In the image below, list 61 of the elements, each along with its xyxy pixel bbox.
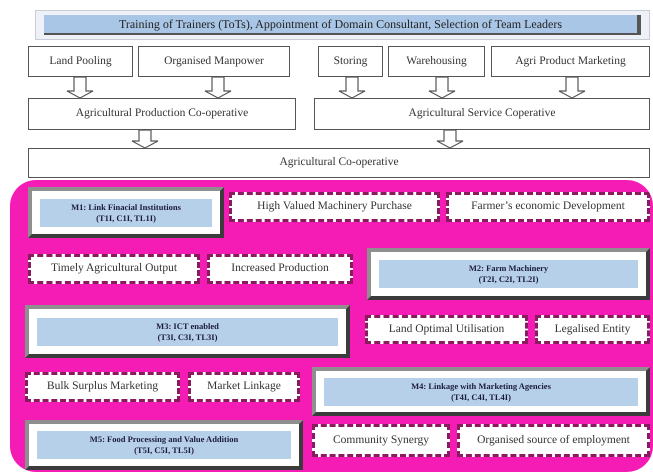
outcome-box — [457, 424, 650, 457]
process-box — [28, 148, 650, 178]
module-code: (T1I, C1I, TL1I) — [96, 212, 156, 224]
box-label: Bulk Surplus Marketing — [46, 379, 158, 394]
module-box — [25, 420, 303, 470]
box-label: Warehousing — [406, 54, 467, 69]
block-arrow — [131, 129, 159, 149]
outcome-box — [365, 315, 528, 344]
group-panel — [10, 180, 653, 472]
box-label: Increased Production — [231, 261, 329, 276]
outcome-box — [25, 372, 180, 402]
box-label: Timely Agricultural Output — [50, 261, 178, 276]
box-label: Farmer’s economic Development — [471, 199, 625, 214]
outcome-box — [229, 192, 440, 222]
module-code: (T2I, C2I, TL2I) — [478, 274, 538, 285]
box-label: Storing — [334, 54, 368, 69]
module-title: M3: ICT enabled — [156, 320, 219, 332]
module-code: (T3I, C3I, TL3I) — [158, 332, 218, 342]
module-title: M2: Farm Machinery — [468, 263, 548, 274]
box-label: Agri Product Marketing — [515, 54, 626, 69]
module-box — [312, 367, 650, 416]
module-box — [367, 248, 650, 300]
module-title: M5: Food Processing and Value Addition — [90, 434, 238, 445]
banner-box — [35, 10, 650, 40]
box-label: High Valued Machinery Purchase — [257, 199, 412, 214]
outcome-box — [28, 254, 200, 284]
block-arrow — [558, 76, 586, 99]
box-label: Organised Manpower — [164, 54, 264, 69]
box-label: Agricultural Co-operative — [279, 155, 399, 170]
block-arrow — [338, 76, 366, 99]
block-arrow — [204, 76, 232, 99]
process-box — [318, 46, 383, 77]
process-box — [28, 98, 296, 130]
block-arrow — [66, 76, 94, 99]
process-box — [491, 46, 650, 77]
process-box — [388, 46, 485, 77]
process-box — [28, 46, 133, 77]
outcome-box — [207, 254, 353, 284]
outcome-box — [535, 315, 650, 344]
block-arrow — [436, 129, 464, 149]
outcome-box — [446, 192, 650, 222]
box-label: Agricultural Service Coperative — [408, 106, 556, 122]
module-box — [28, 187, 224, 238]
process-box — [314, 98, 650, 130]
block-arrow — [428, 76, 456, 99]
module-code: (T4I, C4I, TL4I) — [451, 392, 511, 402]
box-label: Land Optimal Utilisation — [388, 322, 504, 337]
box-label: Land Pooling — [49, 54, 112, 69]
banner-title: Training of Trainers (ToTs), Appointment of Domain Consultant, Selection of Team Leaders — [118, 16, 562, 33]
module-box — [25, 305, 350, 358]
box-label: Market Linkage — [207, 379, 281, 394]
outcome-box — [188, 372, 300, 402]
module-title: M4: Linkage with Marketing Agencies — [411, 380, 551, 392]
outcome-box — [312, 424, 450, 457]
box-label: Organised source of employment — [477, 432, 630, 448]
box-label: Community Synergy — [333, 432, 429, 448]
box-label: Agricultural Production Co-operative — [76, 106, 248, 122]
box-label: Legalised Entity — [554, 322, 630, 337]
module-code: (T5I, C5I, TL5I) — [134, 445, 194, 456]
module-title: M1: Link Finacial Institutions — [71, 202, 181, 212]
process-box — [138, 46, 290, 77]
